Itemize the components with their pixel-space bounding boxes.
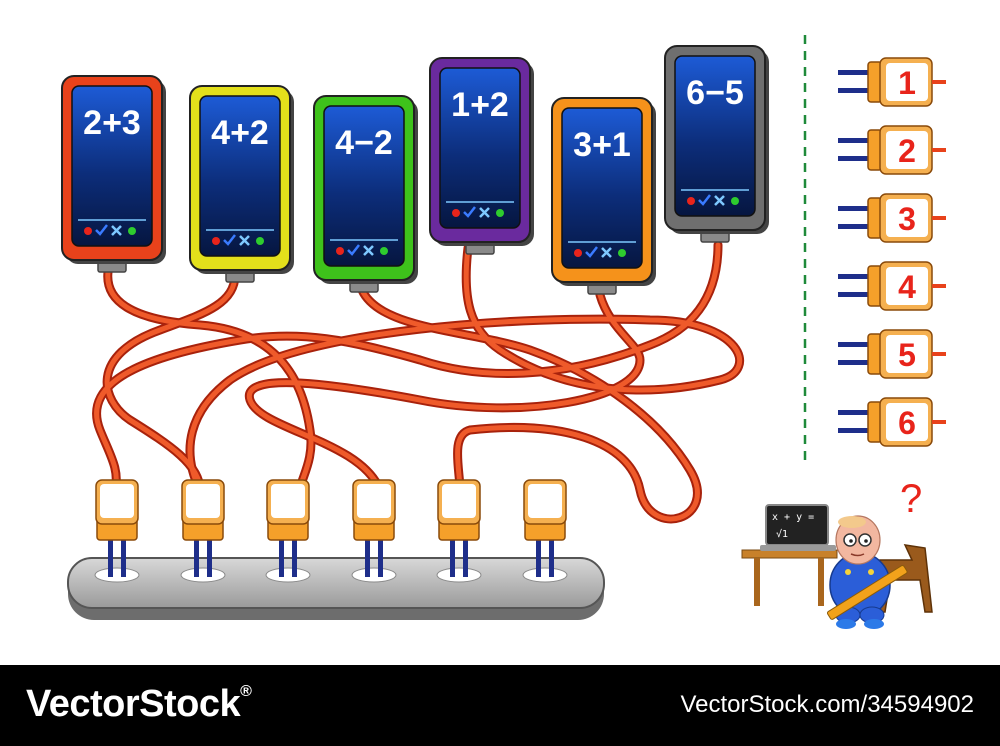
check-icon xyxy=(347,244,360,256)
answer-number: 5 xyxy=(898,337,916,373)
socket-plug-3 xyxy=(266,479,310,577)
cross-icon xyxy=(714,195,725,206)
phone-expression: 1+2 xyxy=(451,86,509,124)
charger-phone-2: 4+2 xyxy=(189,85,294,283)
answer-number: 4 xyxy=(898,269,916,305)
footer-bar: VectorStock® VectorStock.com/34594902 xyxy=(0,665,1000,746)
check-icon xyxy=(95,224,108,236)
boy-at-desk-illustration: x + y = √1 ? xyxy=(741,477,933,629)
answer-plug-6: 6 xyxy=(838,397,946,447)
phone-expression: 4+2 xyxy=(211,114,269,152)
answer-number: 3 xyxy=(898,201,916,237)
green-dot-icon xyxy=(496,209,504,217)
phone-expression: 6−5 xyxy=(686,74,744,112)
answer-number: 2 xyxy=(898,133,916,169)
laptop-line-1: x + y = xyxy=(772,512,814,523)
charger-phone-1: 2+3 xyxy=(61,75,166,273)
charger-phone-5: 3+1 xyxy=(551,97,656,295)
cross-icon xyxy=(601,247,612,258)
green-dot-icon xyxy=(731,197,739,205)
red-dot-icon xyxy=(687,197,695,205)
red-dot-icon xyxy=(212,237,220,245)
brand-logo: VectorStock® xyxy=(26,683,252,726)
laptop-line-2: √1 xyxy=(776,528,788,540)
red-dot-icon xyxy=(84,227,92,235)
check-icon xyxy=(463,206,476,218)
cross-icon xyxy=(363,245,374,256)
check-icon xyxy=(585,246,598,258)
socket-plug-5 xyxy=(437,479,481,577)
brand-mark: ® xyxy=(240,683,252,700)
cross-icon xyxy=(479,207,490,218)
phone-expression: 2+3 xyxy=(83,104,141,142)
answer-number: 1 xyxy=(898,65,916,101)
socket-plug-2 xyxy=(181,479,225,577)
cross-icon xyxy=(239,235,250,246)
answer-plug-4: 4 xyxy=(838,261,946,311)
red-dot-icon xyxy=(574,249,582,257)
answer-plug-1: 1 xyxy=(838,57,946,107)
check-icon xyxy=(698,194,711,206)
brand-name: VectorStock xyxy=(26,683,241,725)
answer-plug-3: 3 xyxy=(838,193,946,243)
pencil-icon xyxy=(826,565,908,620)
green-dot-icon xyxy=(256,237,264,245)
answer-number: 6 xyxy=(898,405,916,441)
red-dot-icon xyxy=(336,247,344,255)
charger-phone-4: 1+2 xyxy=(429,57,534,255)
phone-expression: 3+1 xyxy=(573,126,631,164)
green-dot-icon xyxy=(618,249,626,257)
socket-plug-4 xyxy=(352,479,396,577)
puzzle-scene: 2+3 4+2 4−2 1+2 3+1 6−5 1 2 3 4 5 6 x + y = √1 xyxy=(61,35,946,629)
red-dot-icon xyxy=(452,209,460,217)
charger-phone-3: 4−2 xyxy=(313,95,418,293)
answer-plug-2: 2 xyxy=(838,125,946,175)
socket-plug-1 xyxy=(95,479,139,577)
green-dot-icon xyxy=(380,247,388,255)
image-id: VectorStock.com/34594902 xyxy=(680,691,974,718)
question-mark: ? xyxy=(900,477,922,521)
answer-plug-5: 5 xyxy=(838,329,946,379)
green-dot-icon xyxy=(128,227,136,235)
socket-plug-6 xyxy=(523,479,567,577)
check-icon xyxy=(223,234,236,246)
laptop-icon: x + y = √1 xyxy=(760,504,836,551)
power-strip xyxy=(67,557,605,620)
charger-phone-6: 6−5 xyxy=(664,45,769,243)
cross-icon xyxy=(111,225,122,236)
phone-expression: 4−2 xyxy=(335,124,393,162)
tangled-cables xyxy=(92,240,744,524)
